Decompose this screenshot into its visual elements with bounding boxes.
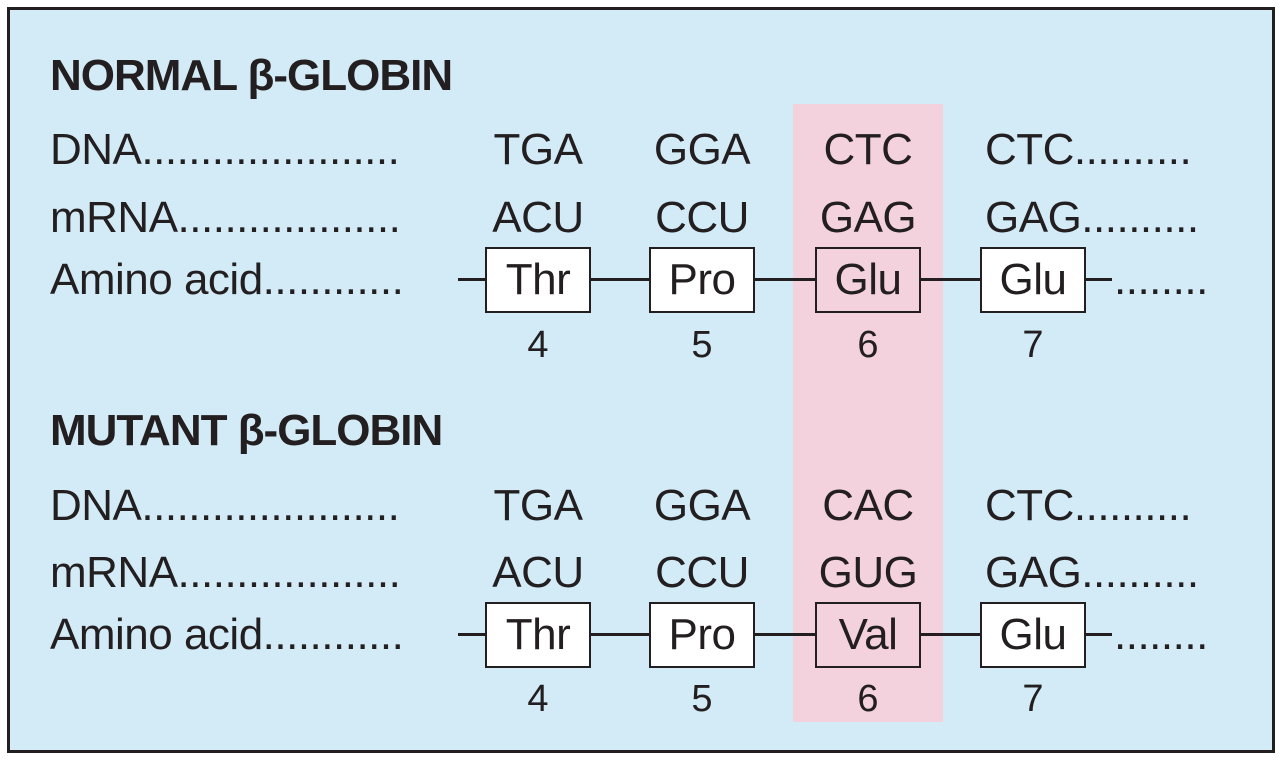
mutant-amino-row-label: Amino acid............: [50, 610, 404, 659]
normal-dna-row-label: DNA......................: [50, 125, 400, 174]
mutant-position-number-6: 6: [857, 678, 879, 720]
normal-dna-codon-5: GGA: [653, 125, 751, 174]
mutant-amino-box-7: Glu: [980, 602, 1086, 668]
normal-amino-label-5: Pro: [668, 255, 736, 304]
normal-mrna-codon-6: GAG: [819, 193, 917, 242]
normal-amino-label-7: Glu: [999, 255, 1067, 304]
normal-amino-box-4: Thr: [485, 247, 591, 313]
mutant-dna-codon-7: CTC..........: [985, 481, 1192, 530]
mutant-section-heading: MUTANT β-GLOBIN: [50, 406, 443, 455]
mutant-amino-label-6: Val: [838, 610, 898, 659]
mutant-amino-box-4: Thr: [485, 602, 591, 668]
normal-amino-box-7: Glu: [980, 247, 1086, 313]
normal-amino-label-4: Thr: [505, 255, 571, 304]
normal-peptide-connector: [755, 278, 815, 281]
mutant-peptide-connector: [1086, 633, 1112, 636]
normal-dna-codon-4: TGA: [493, 125, 583, 174]
normal-amino-box-6: Glu: [815, 247, 921, 313]
normal-dna-codon-6: CTC: [823, 125, 913, 174]
mutant-peptide-connector: [458, 633, 485, 636]
mutant-mrna-row-label: mRNA...................: [50, 548, 401, 597]
normal-peptide-connector: [1086, 278, 1112, 281]
mutant-peptide-connector: [591, 633, 649, 636]
mutant-amino-label-5: Pro: [668, 610, 736, 659]
normal-section-heading: NORMAL β-GLOBIN: [50, 51, 453, 100]
normal-position-number-4: 4: [527, 324, 549, 366]
normal-position-number-6: 6: [857, 324, 879, 366]
normal-amino-label-6: Glu: [834, 255, 902, 304]
normal-dna-codon-7: CTC..........: [985, 125, 1192, 174]
normal-mrna-row-label: mRNA...................: [50, 193, 401, 242]
mutant-dna-codon-6: CAC: [822, 481, 914, 530]
mutant-peptide-connector: [755, 633, 815, 636]
normal-mrna-codon-4: ACU: [492, 193, 584, 242]
normal-amino-row-label: Amino acid............: [50, 255, 404, 304]
mutant-position-number-4: 4: [527, 678, 549, 720]
mutant-peptide-connector: [921, 633, 980, 636]
normal-peptide-connector: [921, 278, 980, 281]
mutant-amino-label-7: Glu: [999, 610, 1067, 659]
normal-peptide-connector: [458, 278, 485, 281]
mutant-position-number-7: 7: [1022, 678, 1044, 720]
normal-mrna-codon-7: GAG..........: [985, 193, 1199, 242]
mutant-amino-label-4: Thr: [505, 610, 571, 659]
normal-position-number-7: 7: [1022, 324, 1044, 366]
normal-peptide-connector: [591, 278, 649, 281]
normal-amino-box-5: Pro: [649, 247, 755, 313]
mutant-mrna-codon-4: ACU: [492, 548, 584, 597]
mutation-highlight-band: [793, 104, 943, 722]
mutant-amino-trailing-dots: ........: [1114, 610, 1208, 659]
mutant-position-number-5: 5: [691, 678, 713, 720]
mutant-dna-codon-5: GGA: [653, 481, 751, 530]
mutant-mrna-codon-7: GAG..........: [985, 548, 1199, 597]
mutant-amino-box-6: Val: [815, 602, 921, 668]
normal-mrna-codon-5: CCU: [655, 193, 749, 242]
mutant-amino-box-5: Pro: [649, 602, 755, 668]
mutant-mrna-codon-5: CCU: [655, 548, 749, 597]
mutant-dna-row-label: DNA......................: [50, 481, 400, 530]
normal-amino-trailing-dots: ........: [1114, 255, 1208, 304]
mutant-dna-codon-4: TGA: [493, 481, 583, 530]
normal-position-number-5: 5: [691, 324, 713, 366]
mutant-mrna-codon-6: GUG: [818, 548, 918, 597]
